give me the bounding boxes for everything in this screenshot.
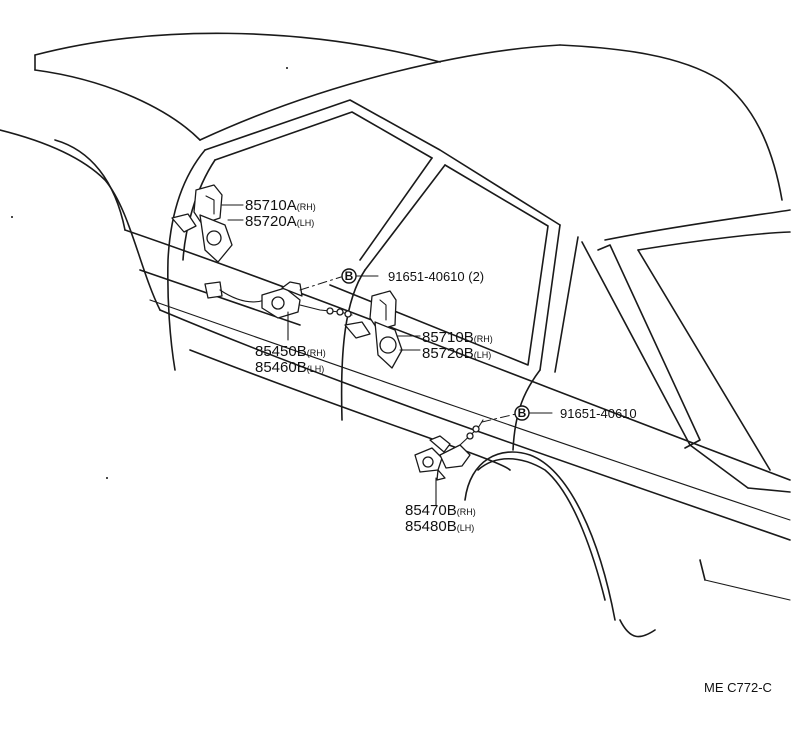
roof-side-line bbox=[34, 69, 201, 141]
rear-door-window bbox=[329, 164, 549, 366]
rear-window-left bbox=[637, 249, 771, 471]
rear-door-rear-edge bbox=[512, 369, 541, 451]
rear-window-top bbox=[604, 209, 791, 241]
roof-front-edge bbox=[34, 32, 441, 63]
front-regulator bbox=[204, 281, 353, 319]
rear-bumper-line bbox=[704, 579, 791, 601]
speck bbox=[286, 67, 288, 69]
diagram-code: ME C772-C bbox=[704, 680, 772, 695]
label-85480B: 85480B(LH) bbox=[405, 518, 474, 535]
label-screw-lower: 91651-40610 bbox=[560, 406, 637, 421]
wheel-arch-front bbox=[54, 139, 126, 231]
quarter-window-inner bbox=[597, 244, 701, 449]
rear-wheel-arch-inner bbox=[477, 458, 606, 601]
svg-text:B: B bbox=[345, 269, 354, 283]
front-door-rear-edge bbox=[340, 269, 366, 421]
c-pillar bbox=[539, 224, 561, 371]
label-85710A: 85710A(RH) bbox=[245, 197, 316, 214]
screw-line-upper bbox=[299, 276, 342, 291]
label-85450B: 85450B(RH) bbox=[255, 343, 326, 360]
front-door-front-edge bbox=[167, 149, 206, 371]
front-fender bbox=[0, 129, 161, 311]
window-frame-top bbox=[204, 99, 561, 226]
label-85720B: 85720B(LH) bbox=[422, 345, 491, 362]
front-window-motor bbox=[171, 184, 233, 263]
rocker-top bbox=[159, 309, 791, 541]
rear-wheel-arch bbox=[464, 451, 616, 621]
front-window-inner-top bbox=[214, 111, 433, 161]
speck bbox=[11, 216, 13, 218]
b-pillar-rear bbox=[364, 164, 446, 271]
speck bbox=[106, 477, 108, 479]
b-pillar-front bbox=[359, 157, 433, 261]
rear-bumper-edge bbox=[699, 559, 706, 581]
label-85720A: 85720A(LH) bbox=[245, 213, 314, 230]
label-85470B: 85470B(RH) bbox=[405, 502, 476, 519]
rear-window-inner bbox=[637, 231, 791, 251]
trunk-line bbox=[747, 487, 791, 493]
screw-marker-upper: B bbox=[341, 268, 357, 284]
label-85710B: 85710B(RH) bbox=[422, 329, 493, 346]
rear-body-bottom bbox=[619, 619, 656, 638]
rocker-bottom bbox=[189, 349, 511, 471]
roof-rear-line bbox=[559, 44, 783, 201]
character-line bbox=[149, 299, 791, 521]
roof-top-line bbox=[199, 44, 561, 141]
rear-window-motor bbox=[344, 290, 403, 369]
label-85460B: 85460B(LH) bbox=[255, 359, 324, 376]
screw-marker-lower: B bbox=[514, 405, 530, 421]
label-screw-upper: 91651-40610 (2) bbox=[388, 269, 484, 284]
svg-text:B: B bbox=[518, 406, 527, 420]
quarter-window-front bbox=[554, 236, 579, 373]
screw-line-lower bbox=[481, 413, 517, 423]
rear-regulator bbox=[414, 419, 484, 481]
